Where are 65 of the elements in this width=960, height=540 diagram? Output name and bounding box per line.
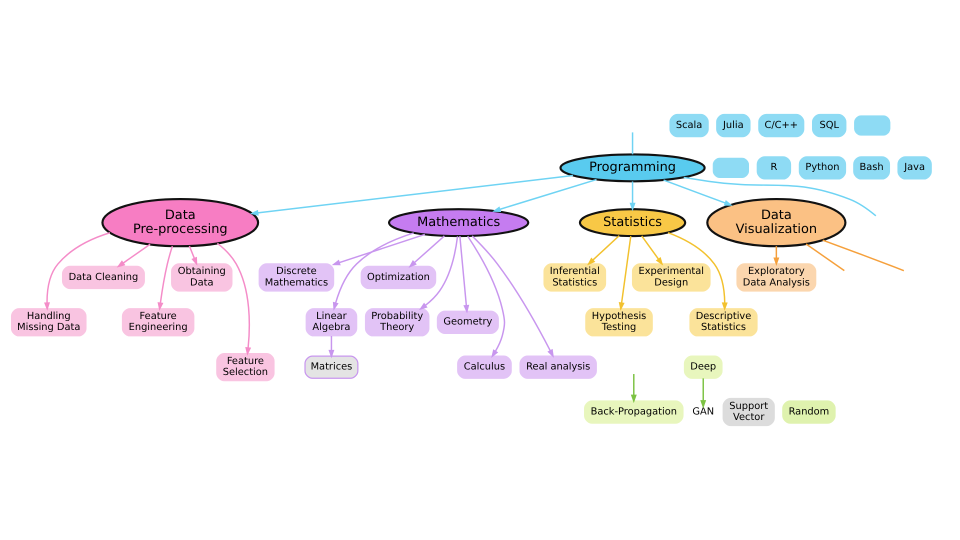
arrow xyxy=(188,246,198,266)
node-box: Bash xyxy=(853,156,890,180)
node-cloud xyxy=(854,115,890,136)
node-box: Support Vector xyxy=(722,398,775,426)
arrow xyxy=(116,244,151,268)
arrow xyxy=(700,378,706,409)
arrow xyxy=(587,235,620,266)
node-box: Java xyxy=(897,156,932,180)
node-box: Inferential Statistics xyxy=(543,263,606,292)
node-box: Linear Algebra xyxy=(306,308,358,336)
node-box: Matrices xyxy=(304,355,358,379)
node-box: Hypothesis Testing xyxy=(585,308,653,336)
node-box: R xyxy=(756,156,792,180)
arrow xyxy=(418,236,458,310)
node-box: Deep xyxy=(684,355,723,379)
node-box: Experimental Design xyxy=(632,263,711,292)
node-box: Handling Missing Data xyxy=(10,308,87,336)
connector xyxy=(632,132,634,154)
node-box: Discrete Mathematics xyxy=(258,263,334,292)
node-ellipse: Data Visualization xyxy=(706,198,846,248)
arrow xyxy=(332,232,414,311)
arrow xyxy=(332,234,426,266)
node-box: Random xyxy=(782,400,836,424)
node-box: Exploratory Data Analysis xyxy=(736,263,816,292)
node-box: Feature Engineering xyxy=(122,308,194,336)
arrow xyxy=(459,236,470,314)
arrow xyxy=(158,246,174,311)
node-box: Probability Theory xyxy=(364,308,430,336)
arrow xyxy=(408,235,445,268)
node-box: SQL xyxy=(812,114,846,138)
connector xyxy=(806,243,845,272)
node-box: Calculus xyxy=(457,355,512,379)
node-box: Obtaining Data xyxy=(171,263,232,292)
arrow xyxy=(328,336,334,358)
node-box: Scala xyxy=(669,114,709,138)
arrow xyxy=(630,181,636,212)
arrow xyxy=(467,236,506,358)
node-box: C/C++ xyxy=(758,114,804,138)
arrow xyxy=(618,236,632,311)
node-box: Optimization xyxy=(360,266,436,290)
node-text: GAN xyxy=(692,406,714,418)
node-box: Data Cleaning xyxy=(62,266,145,290)
node-box: Julia xyxy=(716,114,751,138)
node-box: Python xyxy=(798,156,846,180)
node-box: Back-Propagation xyxy=(584,400,684,424)
arrow xyxy=(668,232,728,311)
node-ellipse: Programming xyxy=(559,153,706,182)
arrow xyxy=(773,246,780,266)
node-box: Descriptive Statistics xyxy=(689,308,758,336)
node-box: Real analysis xyxy=(519,355,597,379)
arrow xyxy=(472,235,554,358)
arrow xyxy=(250,174,574,216)
arrow xyxy=(663,179,733,206)
arrow xyxy=(630,374,637,404)
arrow xyxy=(216,242,252,356)
connector xyxy=(684,176,876,216)
connector xyxy=(822,240,904,272)
arrow xyxy=(44,232,110,311)
node-box: Feature Selection xyxy=(216,353,275,382)
node-cloud xyxy=(712,158,750,178)
arrow xyxy=(492,178,597,212)
node-ellipse: Statistics xyxy=(578,208,686,238)
node-box: Geometry xyxy=(436,310,499,334)
arrow xyxy=(641,236,664,266)
node-ellipse: Mathematics xyxy=(388,208,530,238)
